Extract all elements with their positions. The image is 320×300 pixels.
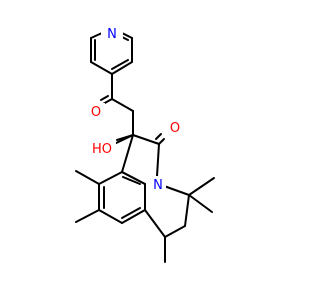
ketone-linker: [100, 73, 134, 136]
bond: [121, 134, 134, 173]
lactam-oxygen-label: O: [170, 121, 180, 136]
label-bg: [101, 24, 123, 42]
bond: [100, 95, 109, 101]
structure-diagram: N O HO O N: [75, 24, 215, 263]
bond: [90, 61, 113, 75]
label-bg: [89, 103, 105, 121]
bond: [121, 171, 146, 185]
bond: [164, 225, 186, 238]
bond: [188, 177, 215, 196]
bond: [163, 185, 190, 196]
label-bg: [150, 176, 166, 194]
methyl-groups: [75, 170, 215, 263]
bond: [98, 171, 123, 185]
hydroxyl-label: HO: [92, 142, 112, 157]
bond: [184, 194, 190, 227]
bond: [121, 207, 141, 219]
pyridine-nitrogen-label: N: [107, 27, 117, 42]
bond: [121, 32, 133, 39]
bond: [158, 138, 165, 145]
bond: [132, 134, 160, 145]
label-bg: [166, 119, 182, 137]
bond: [98, 209, 123, 224]
molecule-canvas: N O HO O N: [75, 24, 215, 263]
piperidine-ring: [144, 185, 190, 238]
bond: [111, 98, 134, 112]
ketone-oxygen-label: O: [91, 105, 101, 120]
bond: [75, 209, 100, 223]
bond: [90, 32, 103, 39]
bond: [116, 134, 134, 141]
bond: [111, 61, 133, 75]
lactam-nitrogen-label: N: [153, 178, 163, 193]
bond: [121, 209, 146, 224]
bond: [144, 209, 166, 238]
bond: [155, 133, 162, 140]
bond: [75, 170, 100, 185]
bond: [122, 176, 141, 185]
label-bg: [88, 140, 116, 158]
bond: [156, 143, 160, 177]
pyridine-ring: [90, 32, 133, 75]
benzene-ring: [98, 171, 146, 224]
bond: [111, 59, 129, 70]
bond: [188, 194, 213, 213]
